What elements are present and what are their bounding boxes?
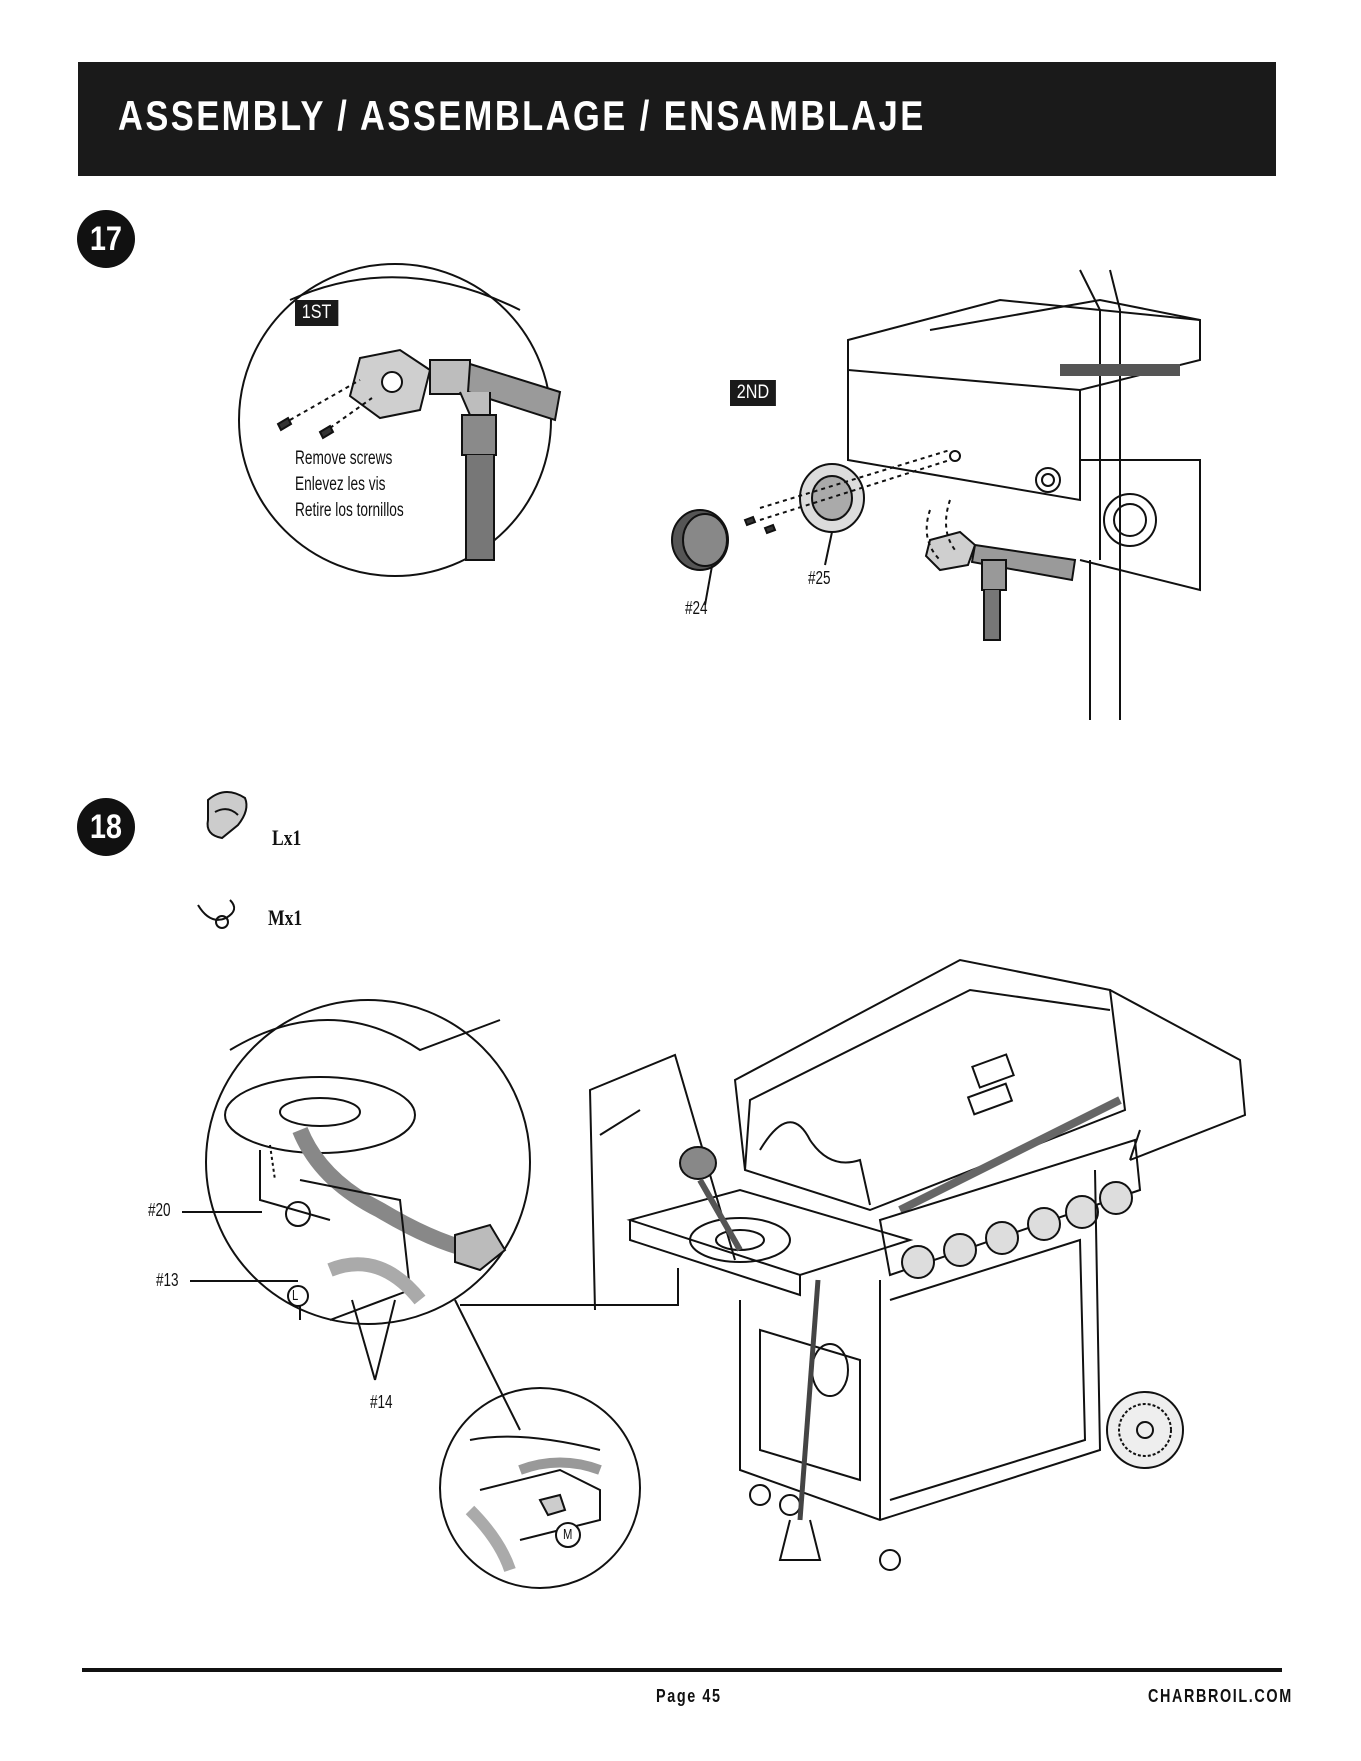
part-l-quantity: Lx1: [272, 825, 301, 851]
circle-letter-m: M: [563, 1526, 572, 1543]
part-m-quantity: Mx1: [268, 905, 302, 931]
circle-letter-l: L: [292, 1287, 298, 1304]
callout-14: #14: [370, 1392, 393, 1413]
detail-circle-valve-connection: [182, 1000, 678, 1430]
instruction-es: Retire los tornillos: [295, 498, 404, 524]
callout-13: #13: [156, 1270, 179, 1291]
callout-24: #24: [685, 598, 708, 619]
wire-clip-icon: [198, 900, 234, 928]
grill-full-view: [590, 960, 1245, 1570]
detail-circle-clip: [440, 1388, 640, 1588]
instruction-fr: Enlevez les vis: [295, 472, 404, 498]
step-first-tag: 1ST: [295, 300, 338, 326]
detail-circle-remove-screws: [239, 264, 560, 576]
remove-screws-instructions: Remove screws Enlevez les vis Retire los…: [295, 446, 404, 524]
step-second-tag: 2ND: [730, 380, 776, 406]
page-number: Page 45: [656, 1686, 722, 1707]
grill-side-view: [672, 270, 1200, 720]
handle-clip-icon: [208, 792, 247, 838]
website-link[interactable]: CHARBROIL.COM: [1148, 1686, 1293, 1707]
footer-rule: [82, 1668, 1282, 1672]
callout-20: #20: [148, 1200, 171, 1221]
callout-25: #25: [808, 568, 831, 589]
instruction-en: Remove screws: [295, 446, 404, 472]
